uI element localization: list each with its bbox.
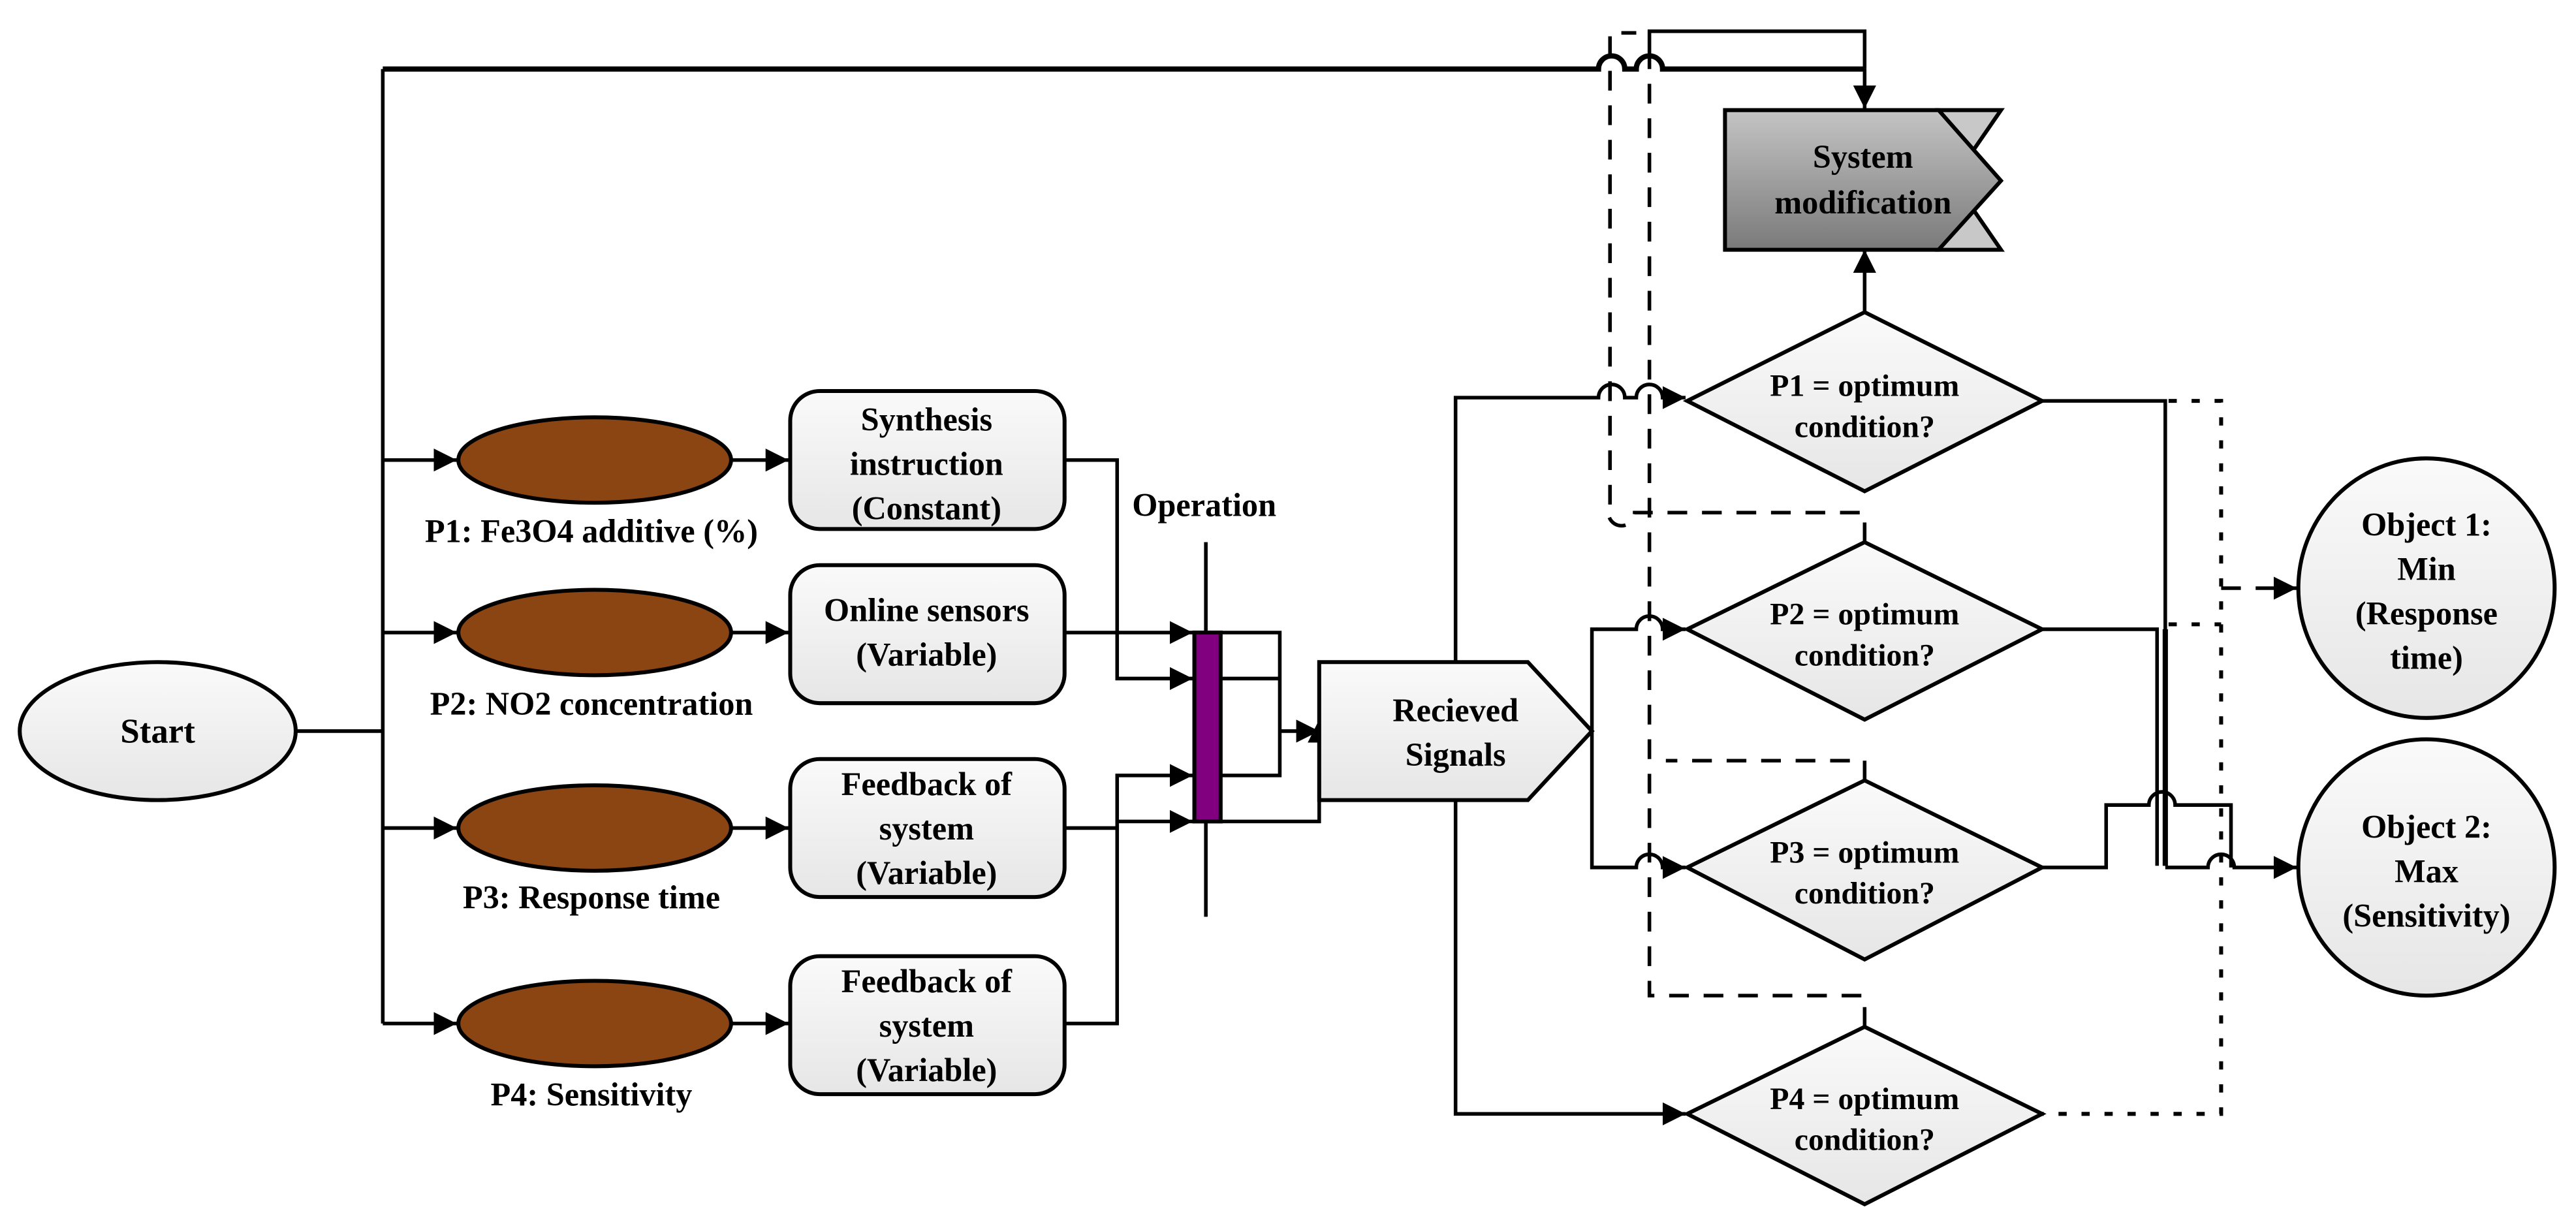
modification-line-1: System [1813, 138, 1913, 175]
parameter-p4-label: P4: Sensitivity [490, 1076, 692, 1113]
parameter-p1-ellipse [456, 415, 733, 505]
decision-p1-line-2: condition? [1795, 409, 1935, 444]
source-online-sensors[interactable]: Online sensors (Variable) [788, 563, 1067, 706]
operation-bar [1192, 630, 1223, 824]
connector-op-to-received-2 [1220, 719, 1331, 824]
start-node[interactable]: Start [18, 660, 298, 802]
connector-source1-op [1064, 458, 1193, 691]
source-3-line-3: (Variable) [856, 855, 997, 891]
parameter-p2-label: P2: NO2 concentration [430, 685, 753, 722]
objective-2[interactable]: Object 2: Max (Sensitivity) [2296, 737, 2557, 998]
objective-1-line-4: time) [2390, 639, 2463, 676]
connector-received-p1 [1453, 383, 1686, 663]
objective-2-line-1: Object 2: [2361, 809, 2492, 845]
decision-p2-line-1: P2 = optimum [1770, 597, 1959, 631]
parameter-p1[interactable]: P1: Fe3O4 additive (%) [425, 415, 758, 550]
decision-p3-line-1: P3 = optimum [1770, 835, 1959, 870]
connector-p2-out [2042, 627, 2160, 866]
connector-p3-out [2042, 790, 2233, 870]
decision-p4-line-1: P4 = optimum [1770, 1082, 1959, 1116]
connector-received-p3 [1590, 730, 1686, 879]
feedback-p3-loop [1665, 759, 1867, 781]
source-1-line-2: instruction [850, 445, 1003, 482]
decision-p2[interactable]: P2 = optimum condition? [1682, 540, 2047, 722]
feedback-p2-loop [1606, 31, 1867, 542]
source-synthesis-instruction[interactable]: Synthesis instruction (Constant) [788, 388, 1067, 531]
modification-line-2: modification [1774, 184, 1951, 221]
connector-source3-op [1064, 764, 1193, 830]
objective-2-line-2: Max [2395, 853, 2458, 889]
decision-p3[interactable]: P3 = optimum condition? [1682, 778, 2047, 962]
connector-top-to-modification [383, 53, 1865, 72]
objective-2-line-3: (Sensitivity) [2342, 897, 2510, 934]
decision-p4[interactable]: P4 = optimum condition? [1682, 1024, 2047, 1207]
connector-source4-op [1064, 809, 1193, 1026]
objective-1-line-1: Object 1: [2361, 506, 2492, 542]
source-3-line-2: system [879, 810, 974, 847]
dotted-p1-objective [2042, 399, 2223, 1116]
connector-received-p2 [1590, 614, 1686, 731]
source-2-line-1: Online sensors [824, 591, 1029, 628]
source-3-line-1: Feedback of [841, 766, 1013, 802]
source-4-line-1: Feedback of [841, 963, 1013, 999]
parameter-p3-ellipse [456, 783, 733, 873]
parameter-p4[interactable]: P4: Sensitivity [456, 979, 733, 1113]
decision-p1-line-1: P1 = optimum [1770, 369, 1959, 403]
parameter-p2[interactable]: P2: NO2 concentration [430, 588, 753, 722]
connector-p1-out [2042, 399, 2167, 866]
source-1-line-1: Synthesis [861, 401, 992, 437]
connectors [295, 29, 2297, 1125]
operation-node[interactable]: Operation [1132, 486, 1276, 824]
received-line-2: Signals [1406, 736, 1506, 773]
decision-p2-line-2: condition? [1795, 638, 1935, 672]
received-line-1: Recieved [1392, 692, 1518, 729]
parameter-p3-label: P3: Response time [463, 879, 720, 916]
parameter-p4-ellipse [456, 979, 733, 1069]
source-2-line-2: (Variable) [856, 636, 997, 672]
connector-top-loop [1647, 29, 1867, 69]
objective-1-line-3: (Response [2355, 595, 2498, 631]
connector-received-p4 [1453, 800, 1686, 1125]
decision-p3-line-2: condition? [1795, 876, 1935, 911]
feedback-lines [1606, 31, 1867, 1027]
system-modification-node[interactable]: System modification [1723, 108, 2005, 252]
feedback-p4-loop [1647, 82, 1867, 1027]
parameter-p2-ellipse [456, 588, 733, 678]
source-4-line-3: (Variable) [856, 1052, 997, 1088]
source-4-line-2: system [879, 1007, 974, 1044]
connector-op-out-1 [1220, 631, 1282, 777]
source-feedback-p4[interactable]: Feedback of system (Variable) [788, 954, 1067, 1097]
decision-p1[interactable]: P1 = optimum condition? [1682, 309, 2047, 494]
objective-lines [2042, 399, 2297, 1116]
objective-1[interactable]: Object 1: Min (Response time) [2296, 456, 2557, 720]
source-feedback-p3[interactable]: Feedback of system (Variable) [788, 757, 1067, 900]
decision-p4-line-2: condition? [1795, 1123, 1935, 1157]
source-1-line-3: (Constant) [852, 490, 1001, 526]
parameter-p1-label: P1: Fe3O4 additive (%) [425, 513, 758, 550]
objective-1-line-2: Min [2397, 550, 2455, 587]
parameter-p3[interactable]: P3: Response time [456, 783, 733, 916]
start-label: Start [120, 713, 195, 751]
received-signals-node[interactable]: Recieved Signals [1317, 660, 1595, 802]
operation-label: Operation [1132, 486, 1276, 523]
